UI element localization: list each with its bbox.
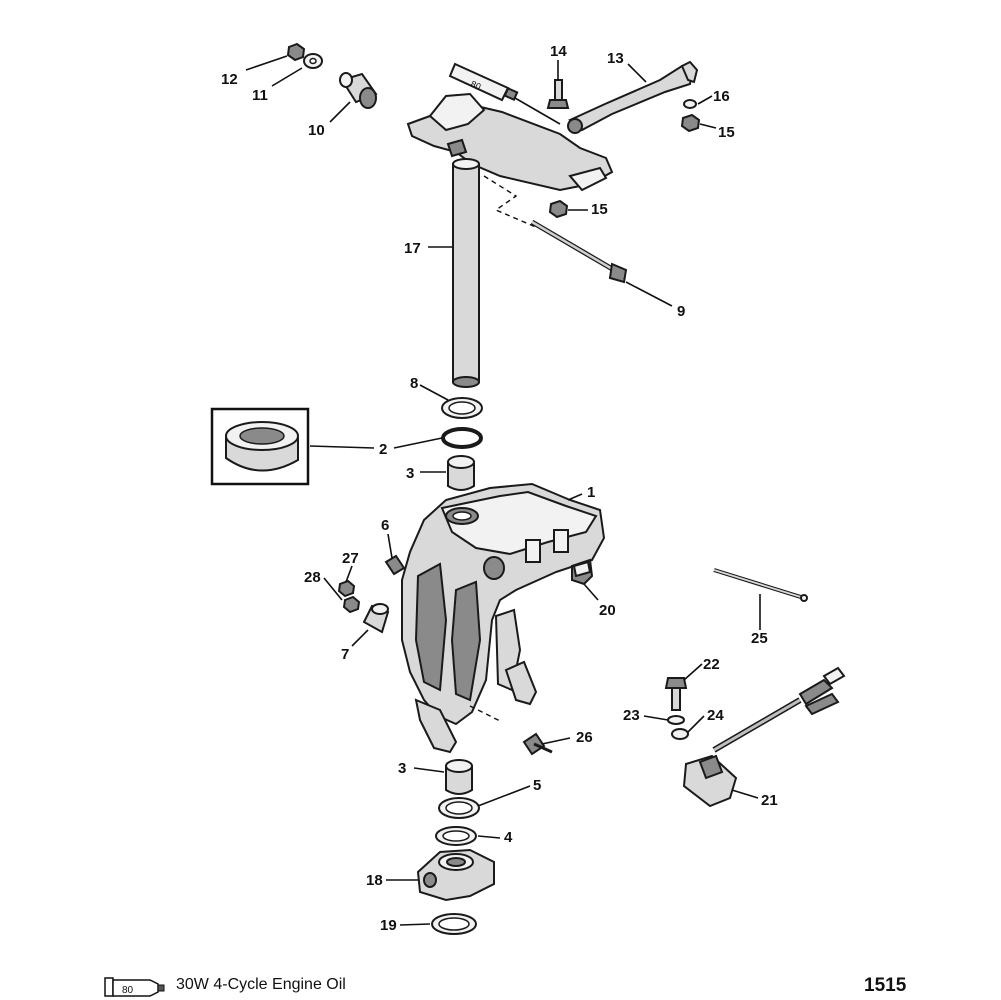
assembly-line-bracket [469,705,503,723]
inset-detail-box [210,407,310,486]
screw-part-26 [522,732,553,756]
callout-3-top: 3 [406,465,414,482]
callout-11: 11 [252,87,268,104]
lubricant-code-top: 80 [469,79,482,92]
callout-13: 13 [607,50,624,67]
washer-part-16 [683,99,697,109]
seal-part-8 [441,397,483,419]
washer-part-23 [667,715,685,725]
swivel-bracket-part-1 [401,482,606,754]
bushing-part-10 [339,72,378,109]
callout-15-middle: 15 [591,201,608,218]
legend-lubricant-code: 80 [122,985,134,996]
callout-9: 9 [677,303,685,320]
assembly-line-arm [483,175,539,229]
bolt-part-9 [530,219,628,284]
callout-16: 16 [713,88,730,105]
callout-24: 24 [707,707,724,724]
callout-25: 25 [751,630,768,647]
callout-28: 28 [304,569,321,586]
nut-part-15-top [680,113,701,133]
callout-14: 14 [550,43,567,60]
lubricant-tube-icon: 80 [448,62,561,125]
seal-part-5 [438,797,480,819]
callout-2: 2 [379,441,387,458]
callout-19: 19 [380,917,397,934]
callout-23: 23 [623,707,640,724]
callout-20: 20 [599,602,616,619]
callout-8: 8 [410,375,418,392]
callout-22: 22 [703,656,720,673]
yoke-part-18 [416,848,495,902]
callout-10: 10 [308,122,325,139]
callout-17: 17 [404,240,421,257]
clip-part-20 [571,558,594,586]
oring-part-2 [441,427,483,449]
callout-1: 1 [587,484,595,501]
nut-part-12 [286,42,306,62]
washer-part-4 [435,826,477,846]
callout-26: 26 [576,729,593,746]
callout-7: 7 [341,646,349,663]
callout-27: 27 [342,550,359,567]
callout-12: 12 [221,71,238,88]
callout-18: 18 [366,872,383,889]
cable-tie-part-25 [713,568,808,602]
callout-21: 21 [761,792,778,809]
bushing-part-7 [362,603,390,634]
legend-lubricant-tube-icon: 80 [104,977,165,997]
callout-4: 4 [504,829,513,846]
nut-part-28 [342,595,361,614]
grease-fitting-part-6 [384,554,406,576]
link-rod-part-13 [567,60,699,134]
bolt-part-14 [546,79,570,109]
callout-3-bottom: 3 [398,760,406,777]
callout-15-top: 15 [718,124,735,141]
leader-lines [245,55,761,926]
steering-shaft-part-17 [452,158,480,388]
steering-arm [406,92,614,192]
callout-6: 6 [381,517,389,534]
washer-part-24 [671,728,689,740]
sensor-part-21 [682,666,846,808]
legend-text: 30W 4-Cycle Engine Oil [176,976,346,993]
screw-part-22 [664,677,688,711]
bushing-part-3-top [447,455,475,491]
callout-numbers: 12 11 10 14 13 16 15 15 17 9 8 2 3 1 6 2… [221,43,778,934]
washer-part-11 [303,53,323,69]
washer-part-19 [431,913,477,935]
page-number: 1515 [864,975,907,996]
nut-part-15-middle [548,199,569,219]
callout-5: 5 [533,777,541,794]
washer-part-27 [337,579,356,598]
bushing-part-3-bottom [445,759,473,795]
